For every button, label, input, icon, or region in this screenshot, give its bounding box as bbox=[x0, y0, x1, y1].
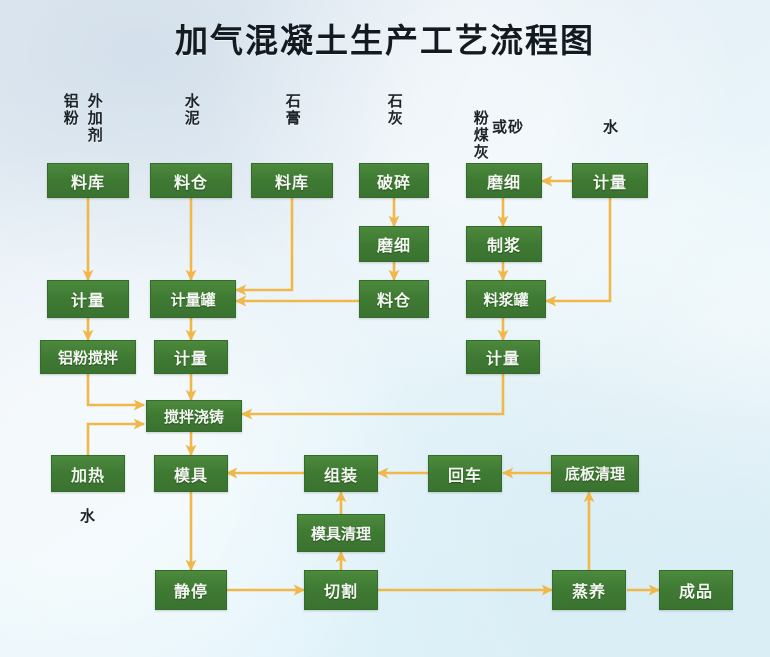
header-lime: 石灰 bbox=[385, 93, 404, 127]
node-metering-tank[interactable]: 计量罐 bbox=[150, 280, 236, 318]
node-flyash-grinder[interactable]: 磨细 bbox=[466, 163, 542, 198]
node-finished-product[interactable]: 成品 bbox=[659, 570, 733, 610]
node-mixing-casting[interactable]: 搅拌浇铸 bbox=[146, 400, 242, 432]
header-cement: 水泥 bbox=[182, 93, 201, 127]
edge-gypsum-store-to-meter-tank bbox=[234, 198, 294, 296]
node-cement-bin[interactable]: 料仓 bbox=[150, 163, 232, 198]
node-aluminum-mixer[interactable]: 铝粉搅拌 bbox=[40, 340, 136, 374]
header-or-sand: 或砂 bbox=[492, 118, 525, 136]
header-water-heating: 水 bbox=[80, 507, 97, 525]
node-water-meter[interactable]: 计量 bbox=[572, 163, 648, 198]
node-mould[interactable]: 模具 bbox=[154, 455, 228, 492]
node-lime-crusher[interactable]: 破碎 bbox=[359, 163, 429, 198]
edge-slurry-meter-to-mix-cast bbox=[240, 374, 505, 420]
node-return-car[interactable]: 回车 bbox=[428, 455, 502, 492]
node-cutting[interactable]: 切割 bbox=[304, 570, 378, 610]
page-title: 加气混凝土生产工艺流程图 bbox=[175, 21, 595, 60]
node-cement-meter[interactable]: 计量 bbox=[154, 340, 228, 374]
node-base-plate-cleaning[interactable]: 底板清理 bbox=[551, 455, 639, 492]
node-gypsum-store[interactable]: 料库 bbox=[251, 163, 333, 198]
header-fly-ash: 粉煤灰 bbox=[471, 110, 490, 161]
node-heating[interactable]: 加热 bbox=[51, 455, 125, 492]
edge-water-meter-to-slurry-tank bbox=[544, 198, 612, 307]
node-resting[interactable]: 静停 bbox=[155, 570, 227, 610]
edge-al-mix-to-mix-cast bbox=[86, 374, 146, 411]
node-slurry-maker[interactable]: 制浆 bbox=[466, 226, 542, 262]
node-slurry-tank[interactable]: 料浆罐 bbox=[466, 280, 546, 318]
edge-heat-water-to-mix-cast bbox=[86, 418, 146, 455]
node-mould-cleaning[interactable]: 模具清理 bbox=[297, 514, 385, 552]
header-water-top: 水 bbox=[603, 118, 620, 136]
node-steam-curing[interactable]: 蒸养 bbox=[552, 570, 626, 610]
header-admixture: 外加剂 bbox=[85, 93, 104, 144]
node-slurry-meter[interactable]: 计量 bbox=[466, 340, 540, 374]
node-assembly[interactable]: 组装 bbox=[304, 455, 378, 492]
node-aluminum-store[interactable]: 料库 bbox=[47, 163, 129, 198]
node-lime-grinder[interactable]: 磨细 bbox=[359, 226, 429, 262]
header-aluminum-powder: 铝粉 bbox=[61, 93, 80, 127]
node-aluminum-meter[interactable]: 计量 bbox=[47, 280, 129, 318]
header-gypsum: 石膏 bbox=[283, 93, 302, 127]
node-lime-bin[interactable]: 料仓 bbox=[359, 280, 429, 318]
